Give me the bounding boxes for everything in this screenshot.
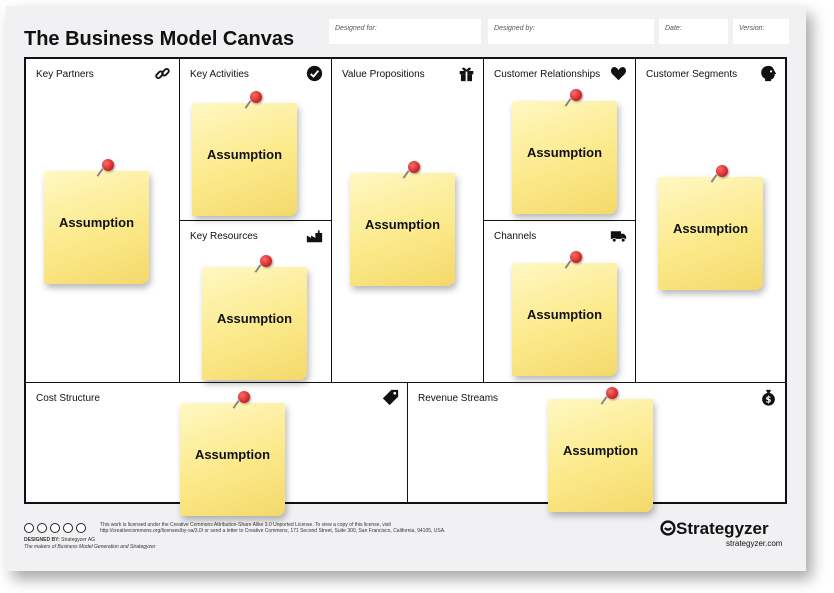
block-label: Value Propositions [342,69,425,80]
sticky-note[interactable]: Assumption [180,391,285,516]
factory-icon [306,230,323,243]
makers-text: The makers of Business Model Generation … [24,544,156,550]
block-label: Key Resources [190,231,258,242]
canvas-sheet: The Business Model Canvas Designed for: … [6,6,806,571]
brand-url[interactable]: strategyzer.com [726,539,783,548]
heart-icon [610,67,627,81]
note-paper [548,399,653,512]
note-text: Assumption [194,447,271,462]
note-paper [350,173,455,286]
block-value-propositions: Value Propositions Assumption [332,59,484,382]
block-label: Key Partners [36,69,94,80]
brand-logo: Strategyzer [660,519,769,539]
block-label: Channels [494,231,537,242]
sticky-note[interactable]: Assumption [44,159,149,284]
canvas-grid: Key Partners Assumption Key Activities A… [24,57,787,516]
designed-for-field[interactable]: Designed for: [329,19,481,44]
money-bag-icon: $ [762,389,775,406]
block-label: Key Activities [190,69,249,80]
block-label: Cost Structure [36,393,100,404]
block-cost-structure: Cost Structure Assumption [26,382,408,516]
note-text: Assumption [206,147,283,162]
head-icon [761,65,777,82]
sticky-note[interactable]: Assumption [350,161,455,286]
sticky-note[interactable]: Assumption [548,387,653,512]
link-icon [155,67,170,80]
cc-sa-icon [50,523,60,533]
cc-nc-icon [63,523,73,533]
strategyzer-logo-icon [660,520,676,536]
note-text: Assumption [58,215,135,230]
note-text: Assumption [526,307,603,322]
block-key-partners: Key Partners Assumption [26,59,180,382]
note-text: Assumption [216,311,293,326]
pin-icon [260,255,272,267]
note-paper [192,103,297,216]
sticky-note[interactable]: Assumption [192,91,297,216]
designed-by-credit: DESIGNED BY: Strategyzer AG [24,537,96,543]
note-text: Assumption [526,145,603,160]
pin-icon [716,165,728,177]
block-label: Customer Relationships [494,69,601,80]
note-text: Assumption [364,217,441,232]
license-text-2: http://creativecommons.org/licenses/by-s… [100,528,446,534]
block-label: Customer Segments [646,69,738,80]
note-text: Assumption [672,221,749,236]
date-field[interactable]: Date: [659,19,728,44]
cc-by-icon [37,523,47,533]
sticky-note[interactable]: Assumption [202,255,307,380]
note-paper [512,263,617,376]
pin-icon [238,391,250,403]
block-customer-relationships: Customer Relationships Assumption [484,59,636,221]
pin-icon [408,161,420,173]
pin-icon [102,159,114,171]
sticky-note[interactable]: Assumption [658,165,763,290]
block-key-resources: Key Resources Assumption [180,221,332,382]
cc-icon [24,523,34,533]
pin-icon [570,89,582,101]
note-paper [658,177,763,290]
note-paper [512,101,617,214]
gift-icon [459,67,474,82]
svg-text:$: $ [766,396,772,406]
price-tag-icon [382,389,399,406]
pin-icon [606,387,618,399]
license-text: This work is licensed under the Creative… [100,522,391,528]
version-field[interactable]: Version: [733,19,789,44]
canvas-title: The Business Model Canvas [24,28,295,50]
block-label: Revenue Streams [418,393,499,404]
note-text: Assumption [562,443,639,458]
block-key-activities: Key Activities Assumption [180,59,332,221]
designed-by-field[interactable]: Designed by: [488,19,654,44]
note-paper [180,403,285,516]
block-channels: Channels Assumption [484,221,636,382]
block-revenue-streams: Revenue Streams $ Assumption [408,382,785,512]
truck-icon [610,231,627,243]
pin-icon [570,251,582,263]
license-icons [24,523,86,533]
check-circle-icon [306,65,323,82]
sticky-note[interactable]: Assumption [512,251,617,376]
pin-icon [250,91,262,103]
note-paper [202,267,307,380]
block-customer-segments: Customer Segments Assumption [636,59,785,382]
note-paper [44,171,149,284]
cc-nd-icon [76,523,86,533]
sticky-note[interactable]: Assumption [512,89,617,214]
